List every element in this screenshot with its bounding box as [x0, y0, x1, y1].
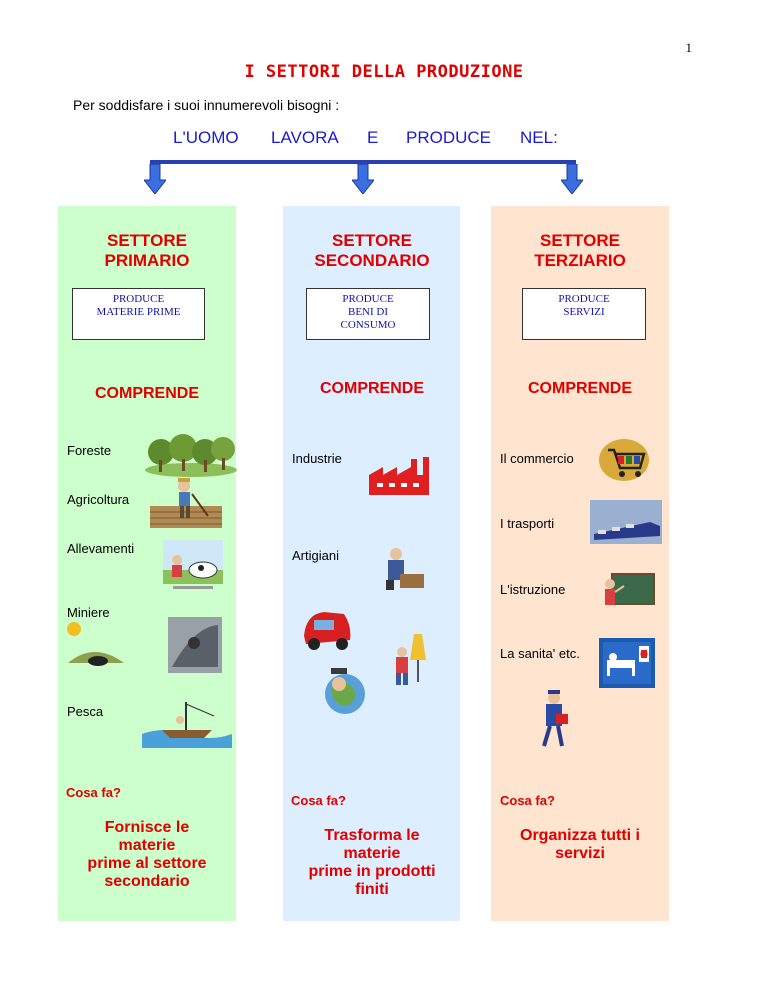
- cosa-fa-label: Cosa fa?: [500, 793, 555, 808]
- produce-line: PRODUCE: [342, 293, 394, 305]
- down-arrow-icon: [561, 164, 583, 194]
- conclusion-line: Organizza tutti i: [520, 827, 640, 844]
- conclusion-line: servizi: [555, 845, 605, 862]
- craftsman-illustration: [386, 548, 424, 590]
- cosa-fa-label: Cosa fa?: [291, 793, 346, 808]
- conclusion-line: materie: [343, 845, 401, 862]
- item-artigiani: Artigiani: [292, 548, 339, 563]
- sector-title-primario: SETTORE PRIMARIO: [58, 231, 236, 271]
- header-word-e: E: [367, 128, 379, 147]
- sector-title-secondario: SETTORE SECONDARIO: [283, 231, 461, 271]
- sector-title-line: SECONDARIO: [314, 251, 430, 270]
- item-industrie: Industrie: [292, 451, 342, 466]
- item-commercio: Il commercio: [500, 451, 574, 466]
- header-word-uomo: L'UOMO: [173, 128, 239, 147]
- comprende-label: COMPRENDE: [319, 380, 424, 397]
- produce-box-primario: PRODUCE MATERIE PRIME: [72, 288, 205, 340]
- item-foreste: Foreste: [67, 443, 112, 458]
- produce-box-secondario: PRODUCE BENI DI CONSUMO: [306, 288, 430, 340]
- conclusion-line: secondario: [104, 873, 190, 890]
- conclusion-line: Fornisce le: [104, 819, 190, 836]
- produce-line: CONSUMO: [340, 319, 396, 331]
- intro-text: Per soddisfare i suoi innumerevoli bisog…: [73, 97, 340, 113]
- sector-title-line: SETTORE: [540, 231, 620, 250]
- sector-title-line: SETTORE: [107, 231, 187, 250]
- header-word-nel: NEL:: [520, 128, 558, 147]
- down-arrow-icon: [352, 164, 374, 194]
- item-istruzione: L'istruzione: [500, 582, 566, 597]
- conclusion-terziario: Organizza tutti i servizi: [491, 827, 669, 863]
- comprende-label: COMPRENDE: [527, 380, 632, 397]
- fishing-illustration: [142, 702, 232, 748]
- forest-illustration: [145, 434, 237, 477]
- sector-title-terziario: SETTORE TERZIARIO: [491, 231, 669, 271]
- produce-line: MATERIE PRIME: [96, 306, 181, 318]
- sector-title-line: PRIMARIO: [104, 251, 190, 270]
- sector-title-line: TERZIARIO: [534, 251, 626, 270]
- produce-box-terziario: PRODUCE SERVIZI: [522, 288, 646, 340]
- tailor-illustration: [396, 634, 426, 685]
- conclusion-line: prime al settore: [87, 855, 207, 872]
- header-bracket-line: [150, 160, 576, 164]
- produce-line: BENI DI: [347, 306, 389, 318]
- shopping-cart-icon: [599, 439, 649, 481]
- item-miniere: Miniere: [67, 605, 110, 620]
- sector-title-line: SETTORE: [332, 231, 412, 250]
- factory-icon: [369, 457, 429, 495]
- farmer-illustration: [150, 478, 222, 528]
- item-pesca: Pesca: [67, 704, 104, 719]
- cosa-fa-label: Cosa fa?: [66, 785, 121, 800]
- header-word-produce: PRODUCE: [406, 128, 492, 147]
- item-sanita: La sanita' etc.: [500, 646, 580, 661]
- produce-line: SERVIZI: [563, 306, 605, 318]
- teacher-illustration: [605, 573, 655, 605]
- page-number: 1: [685, 40, 693, 55]
- item-agricoltura: Agricoltura: [67, 492, 130, 507]
- header-word-lavora: LAVORA: [271, 128, 339, 147]
- produce-line: PRODUCE: [112, 293, 165, 305]
- hospital-icon: [599, 638, 655, 688]
- conclusion-line: Trasforma le: [324, 827, 420, 844]
- conclusion-line: materie: [118, 837, 176, 854]
- train-illustration: [590, 500, 662, 544]
- conclusion-line: prime in prodotti: [308, 863, 436, 880]
- comprende-label: COMPRENDE: [94, 385, 199, 402]
- conclusion-primario: Fornisce le materie prime al settore sec…: [58, 819, 236, 891]
- postman-illustration: [542, 690, 568, 747]
- page-title: I SETTORI DELLA PRODUZIONE: [244, 62, 524, 82]
- worker-globe-illustration: [325, 668, 365, 714]
- item-trasporti: I trasporti: [500, 516, 555, 531]
- mining-illustration: [67, 617, 222, 673]
- conclusion-line: finiti: [355, 881, 389, 898]
- mechanic-car-illustration: [304, 612, 351, 650]
- item-allevamenti: Allevamenti: [67, 541, 135, 556]
- conclusion-secondario: Trasforma le materie prime in prodotti f…: [283, 827, 461, 899]
- down-arrow-icon: [144, 164, 166, 194]
- produce-line: PRODUCE: [558, 293, 610, 305]
- livestock-illustration: [163, 540, 223, 589]
